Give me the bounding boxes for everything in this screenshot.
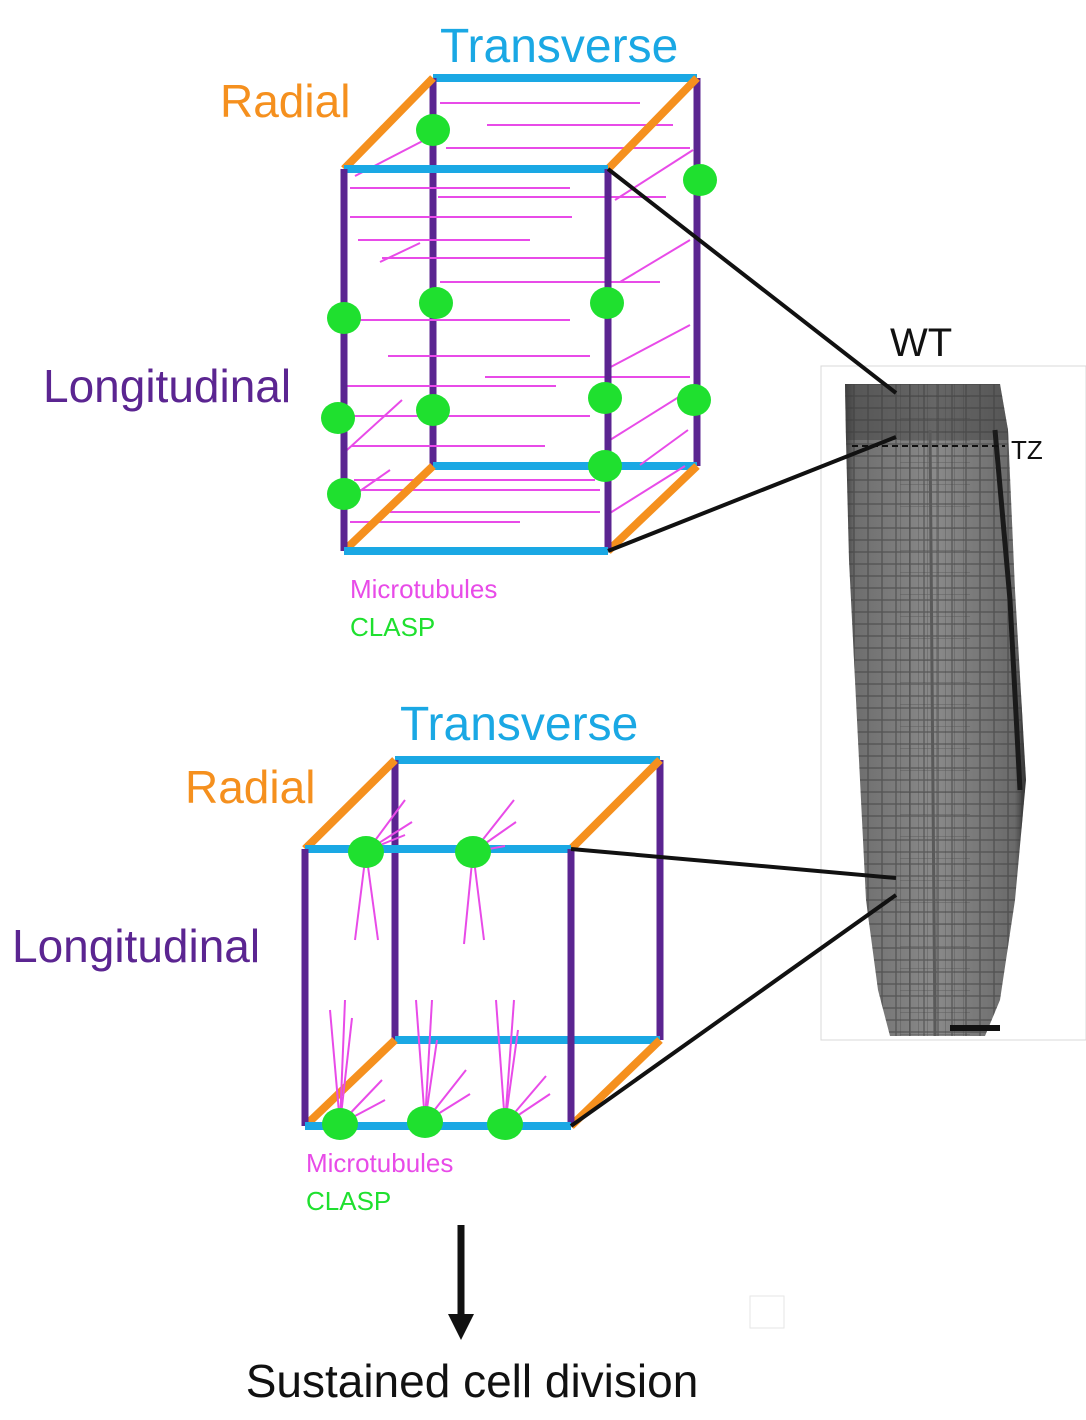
bottom-radial-edge-bl bbox=[302, 1037, 398, 1129]
top-microtubules bbox=[345, 102, 694, 523]
top-radial-label: Radial bbox=[220, 75, 350, 127]
root-tissue bbox=[845, 384, 1026, 1036]
top-longitudinal-label: Longitudinal bbox=[43, 360, 291, 412]
bottom-radial-label: Radial bbox=[185, 761, 315, 813]
top-transverse-label: Transverse bbox=[440, 20, 678, 73]
bottom-radial-edge-tr bbox=[568, 757, 663, 852]
top-zoom-line-upper bbox=[606, 167, 898, 395]
top-microtubules-legend: Microtubules bbox=[350, 574, 497, 604]
bottom-longitudinal-label: Longitudinal bbox=[12, 920, 260, 972]
top-radial-edge-tr bbox=[605, 75, 700, 172]
bottom-transverse-label: Transverse bbox=[400, 698, 638, 751]
top-cube: Transverse Radial Longitudinal Microtubu… bbox=[43, 20, 717, 642]
scale-bar bbox=[950, 1025, 1000, 1031]
outcome-label: Sustained cell division bbox=[246, 1355, 699, 1407]
top-radial-edge-tl bbox=[341, 75, 436, 172]
bottom-radial-edge-tl bbox=[302, 757, 398, 852]
bottom-clasp-legend: CLASP bbox=[306, 1186, 391, 1216]
bottom-zoom-line-lower bbox=[569, 893, 898, 1128]
top-radial-edge-br bbox=[605, 463, 700, 554]
bottom-radial-edge-br bbox=[568, 1037, 663, 1129]
wt-label: WT bbox=[890, 321, 952, 365]
faint-box bbox=[749, 1295, 785, 1329]
top-radial-edge-bl bbox=[341, 463, 436, 554]
zoom-connectors bbox=[569, 167, 898, 1128]
bottom-clasp-dots bbox=[322, 836, 523, 1140]
top-clasp-dots bbox=[321, 114, 717, 510]
tz-label: TZ bbox=[1011, 435, 1043, 465]
top-zoom-line-lower bbox=[607, 435, 897, 553]
bottom-cube: Transverse Radial Longitudinal Microtubu… bbox=[12, 698, 664, 1216]
bottom-microtubules-legend: Microtubules bbox=[306, 1148, 453, 1178]
top-clasp-legend: CLASP bbox=[350, 612, 435, 642]
root-micrograph: WT TZ bbox=[820, 321, 1086, 1041]
bottom-zoom-line-upper bbox=[570, 847, 897, 880]
outcome-arrow bbox=[448, 1225, 474, 1340]
